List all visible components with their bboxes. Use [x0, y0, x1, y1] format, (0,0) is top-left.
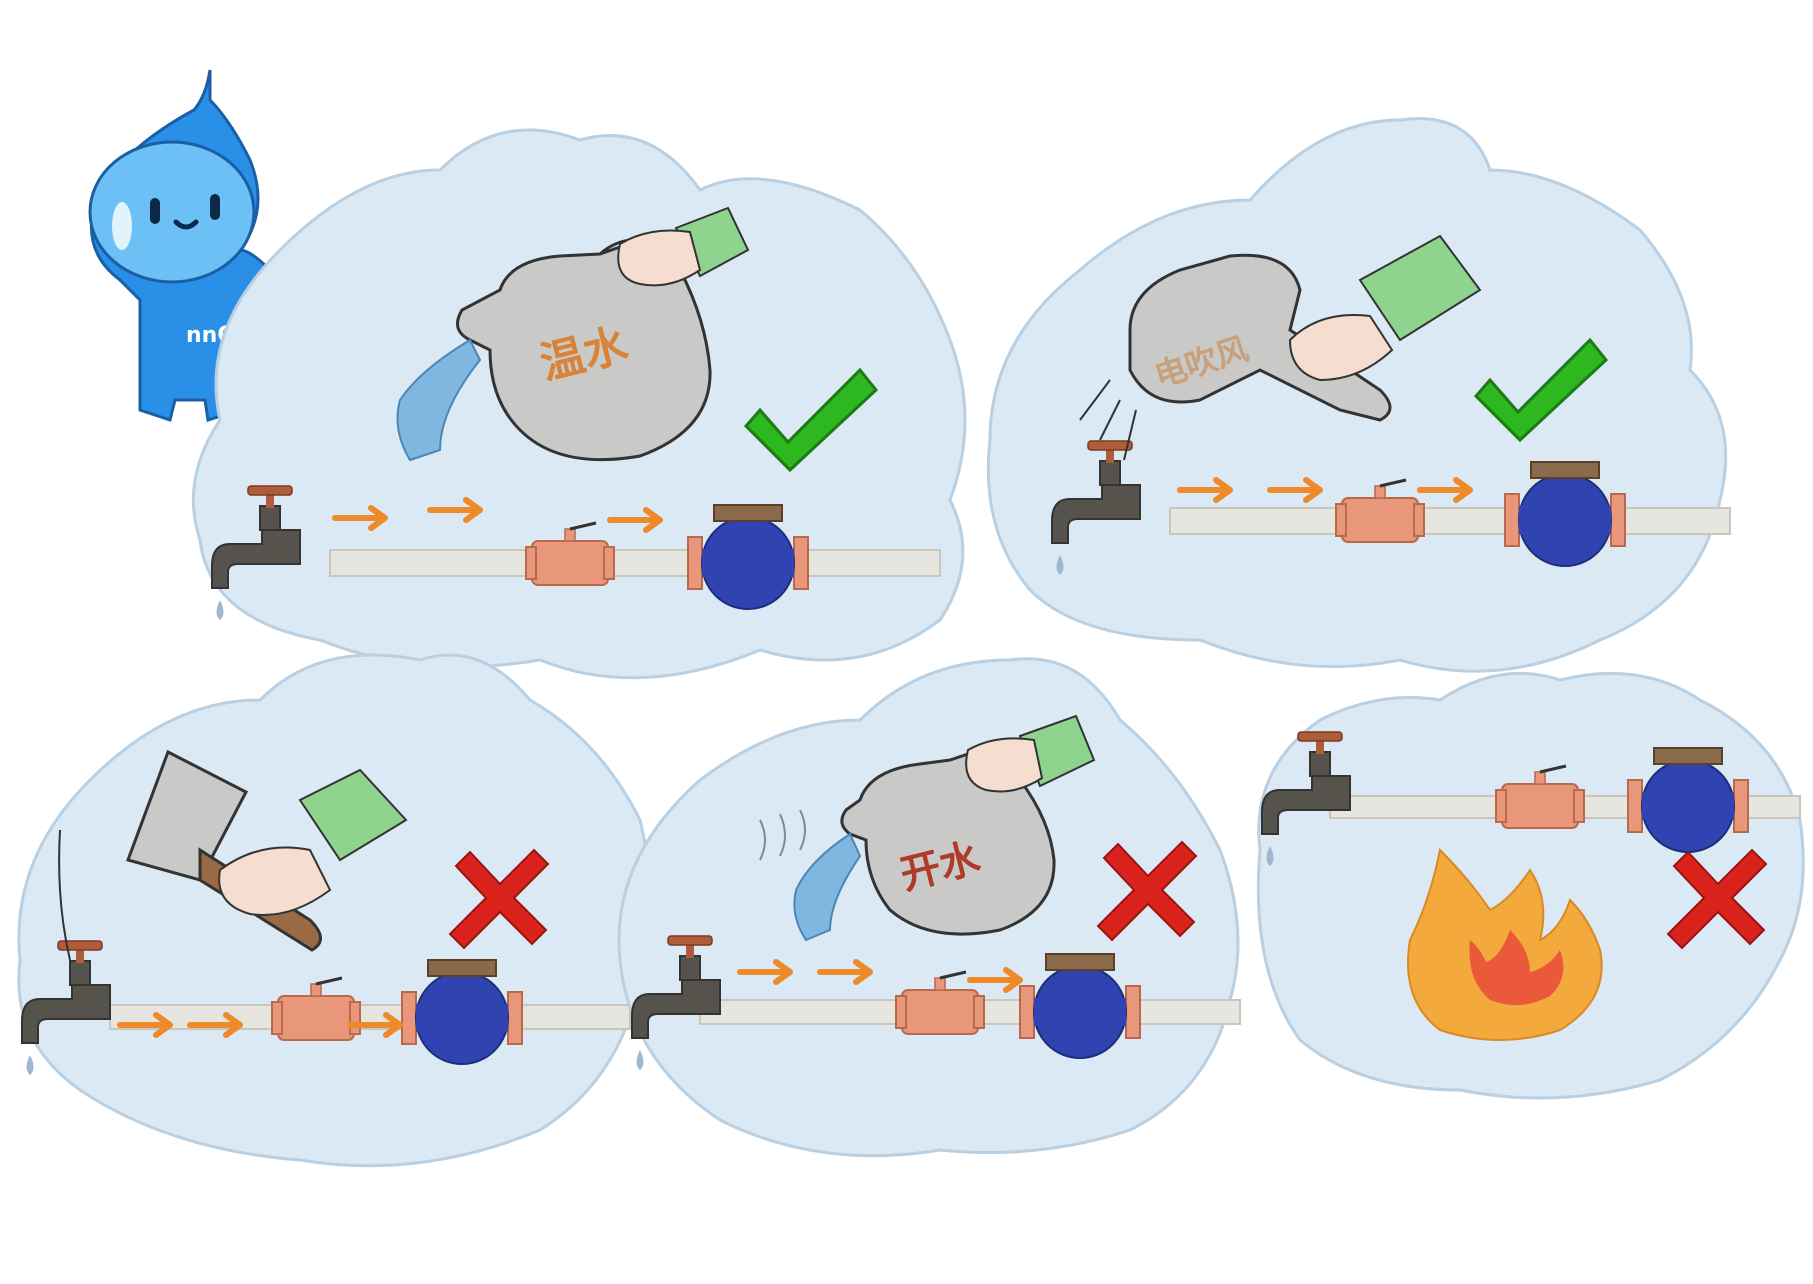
- kettle-icon: 开水: [759, 748, 1056, 942]
- air-flow-lines: [1079, 379, 1137, 461]
- hand-icon: [617, 206, 750, 287]
- pipe: [1169, 507, 1731, 535]
- water-pour: [793, 832, 862, 942]
- fire-icon: [1407, 847, 1603, 1041]
- panel-warm-water: 温水: [191, 128, 967, 680]
- panel-axe: [17, 653, 652, 1168]
- hand-icon: [1288, 234, 1482, 382]
- hand-icon: [218, 768, 408, 916]
- cloud-background: [17, 653, 652, 1168]
- panel-open-fire: [1256, 671, 1805, 1100]
- pipe: [329, 549, 941, 577]
- panel-boiling-water: 开水: [617, 657, 1241, 1158]
- steam-icon: [759, 809, 806, 861]
- panel-hair-dryer: 电吹风: [986, 117, 1731, 673]
- water-pour: [396, 338, 482, 462]
- kettle-icon: 温水: [396, 237, 712, 462]
- hand-icon: [965, 714, 1096, 793]
